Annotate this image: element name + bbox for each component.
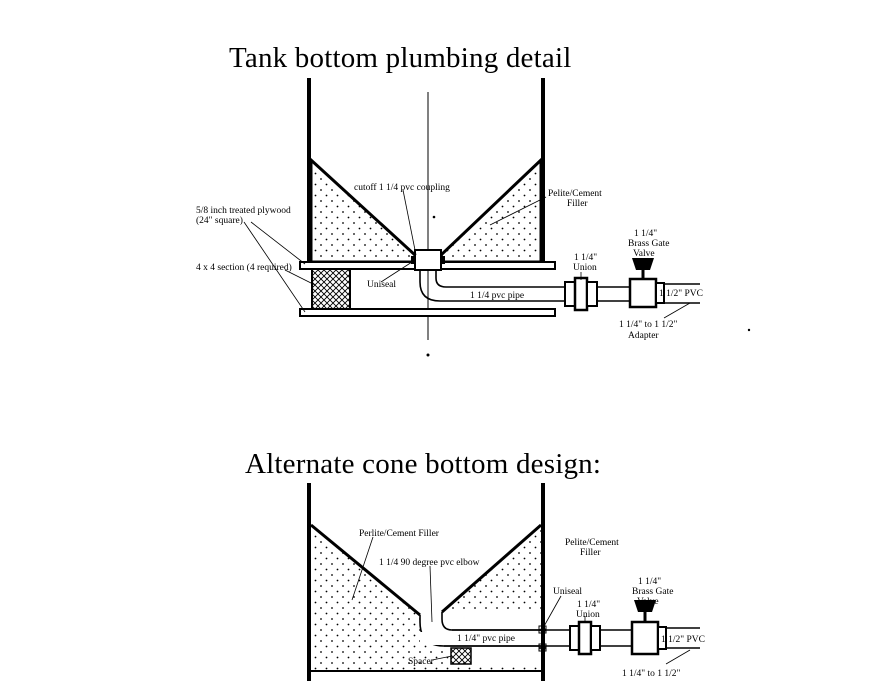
leader2-elbow: [429, 565, 433, 623]
union-left-nut: [564, 281, 576, 307]
label-plywood-1: 5/8 inch treated plywood: [196, 206, 291, 216]
label-valve-1: 1 1/4": [634, 229, 657, 239]
elbow2-inner: [441, 612, 541, 631]
leader-adapter: [663, 302, 691, 319]
axis-dot-upper: [432, 215, 436, 219]
axis-dot: [426, 353, 430, 357]
union2-body: [577, 620, 593, 656]
leader-coupling: [402, 189, 417, 256]
filler2-base: [311, 525, 541, 671]
label-plywood-2: (24" square): [196, 215, 243, 226]
label-valve-3: Valve: [633, 249, 655, 259]
label2-union-1: 1 1/4": [577, 600, 600, 610]
label2-spacer: Spacer: [408, 657, 435, 667]
leader2-adapter: [665, 649, 691, 665]
leader2-uniseal: [542, 595, 562, 629]
label2-pvc: 1 1/2" PVC: [661, 635, 705, 645]
cone2-right-edge: [441, 523, 542, 614]
label-coupling: cutoff 1 1/4 pvc coupling: [354, 182, 450, 193]
diagram-title-bottom: Alternate cone bottom design:: [245, 448, 602, 480]
valve2-handle-icon: [634, 600, 656, 612]
label2-valve-2: Brass Gate: [632, 587, 673, 597]
alternate-cone-design: Perlite/Cement Filler 1 1/4 90 degree pv…: [307, 483, 705, 681]
label2-valve-3: Valve: [637, 597, 659, 607]
leader-filler: [489, 196, 547, 226]
label-union-1: 1 1/4": [574, 253, 597, 263]
gate-valve2-body: [630, 620, 660, 656]
valve-handle-icon: [632, 258, 654, 270]
cone2-left-edge: [310, 523, 421, 617]
coupling: [414, 249, 442, 271]
adapter: [655, 282, 665, 304]
filler-left: [309, 156, 417, 264]
leader-section: [284, 269, 316, 286]
label-valve-2: Brass Gate: [628, 239, 669, 249]
label-pipe: 1 1/4 pvc pipe: [470, 291, 524, 301]
label-filler-1: Pelite/Cement: [548, 189, 602, 199]
stray-dot: [747, 328, 751, 332]
adapter2: [657, 626, 667, 650]
label2-uniseal: Uniseal: [553, 587, 582, 597]
uniseal-block-left: [411, 256, 416, 264]
union-right-nut: [586, 281, 598, 307]
union2-left-nut: [569, 625, 580, 651]
uniseal2-bottom: [538, 643, 547, 652]
leader-plywood-top: [250, 221, 306, 265]
label2-valve-1: 1 1/4": [638, 577, 661, 587]
label2-adapter-1: 1 1/4" to 1 1/2": [622, 669, 681, 679]
label-filler-2: Filler: [567, 199, 588, 209]
gate-valve-body: [628, 277, 658, 309]
leader2-spacer: [431, 655, 453, 661]
label-adapter-1: 1 1/4" to 1 1/2": [619, 320, 678, 330]
label2-filler-r1: Pelite/Cement: [565, 538, 619, 548]
label-pvc: 1 1/2" PVC: [659, 289, 703, 299]
union-body: [573, 276, 589, 312]
label-uniseal: Uniseal: [367, 280, 396, 290]
label-union-2: Union: [573, 263, 597, 273]
label-adapter-2: Adapter: [628, 331, 659, 341]
label-section: 4 x 4 section (4 required): [196, 262, 292, 273]
pipe2-gap: [420, 632, 530, 645]
spacer-block: [450, 647, 472, 665]
leader-plywood-bottom: [243, 221, 306, 313]
four-by-four-section: [311, 268, 351, 310]
elbow-pipe-outer: [419, 270, 565, 302]
leader2-filler: [351, 536, 374, 601]
uniseal2-top: [538, 625, 547, 634]
union2-right-nut: [590, 625, 601, 651]
label2-filler-left: Perlite/Cement Filler: [359, 529, 440, 539]
leader-uniseal: [380, 261, 413, 283]
plywood-bottom: [299, 308, 556, 317]
tank-bottom-detail: cutoff 1 1/4 pvc coupling 5/8 inch treat…: [196, 78, 751, 357]
label2-union-2: Union: [576, 610, 600, 620]
label2-elbow: 1 1/4 90 degree pvc elbow: [379, 558, 480, 568]
uniseal-block-right: [440, 256, 445, 264]
label2-filler-r2: Filler: [580, 548, 601, 558]
elbow-pipe-inner: [435, 270, 565, 288]
diagram-title-top: Tank bottom plumbing detail: [229, 42, 572, 74]
label2-pipe: 1 1/4" pvc pipe: [457, 634, 515, 644]
filler-right: [439, 156, 543, 264]
